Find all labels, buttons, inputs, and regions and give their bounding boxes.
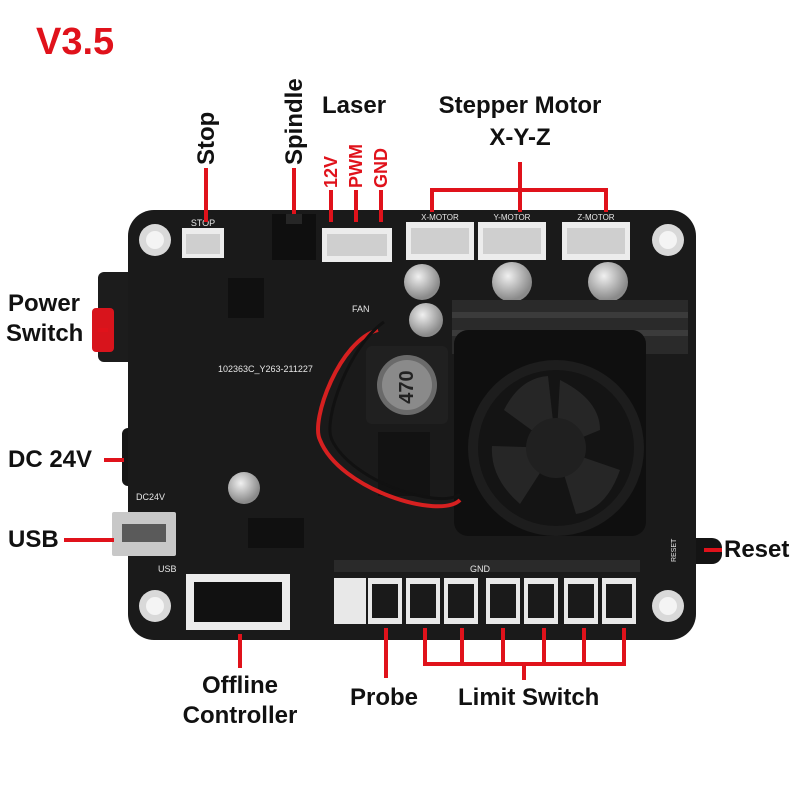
y-motor-connector xyxy=(478,222,546,260)
laser-pin-gnd: GND xyxy=(371,148,391,188)
x-motor-connector xyxy=(406,222,474,260)
spindle-label: Spindle xyxy=(281,78,308,165)
dc-input-label: DC 24V xyxy=(8,446,93,473)
cooling-fan xyxy=(454,330,646,536)
silk-usb: USB xyxy=(158,564,177,574)
bottom-connectors xyxy=(334,560,640,624)
usb-label: USB xyxy=(8,526,59,553)
silk-x-motor: X-MOTOR xyxy=(421,213,459,222)
callout-lines xyxy=(64,162,722,680)
power-switch-label-line2: Switch xyxy=(6,320,84,347)
spindle-connector xyxy=(272,214,316,260)
offline-controller-header xyxy=(186,574,290,630)
silk-z-motor: Z-MOTOR xyxy=(577,213,614,222)
mounting-holes xyxy=(139,224,684,622)
silk-y-motor: Y-MOTOR xyxy=(494,213,531,222)
offline-controller-label-line1: Offline xyxy=(202,672,278,699)
silk-dc24v: DC24V xyxy=(136,492,165,502)
silk-stop: STOP xyxy=(191,218,215,228)
inductor-value: 470 xyxy=(396,370,418,403)
stop-connector xyxy=(182,228,224,258)
probe-label: Probe xyxy=(350,684,419,711)
laser-pin-12v: 12V xyxy=(321,155,341,188)
laser-pin-pwm: PWM xyxy=(346,144,366,188)
driver-ic xyxy=(248,518,304,548)
laser-connector xyxy=(322,228,392,262)
usb-port xyxy=(112,512,176,556)
laser-label: Laser xyxy=(322,92,387,119)
silk-gnd: GND xyxy=(470,564,491,574)
capacitors xyxy=(228,262,628,504)
reset-label: Reset xyxy=(724,536,790,563)
offline-controller-label-line2: Controller xyxy=(182,702,298,729)
power-switch-label-line1: Power xyxy=(8,290,81,317)
silk-board-code: 102363C_Y263-211227 xyxy=(218,364,313,374)
limit-switch-label: Limit Switch xyxy=(458,684,600,711)
stop-label: Stop xyxy=(193,111,220,165)
silk-reset: RESET xyxy=(671,538,678,562)
z-motor-connector xyxy=(562,222,630,260)
mosfet xyxy=(378,432,430,496)
version-label: V3.5 xyxy=(36,21,115,63)
stepper-motor-label: Stepper Motor xyxy=(438,92,602,119)
silk-fan: FAN xyxy=(352,304,370,314)
fan-wire xyxy=(316,328,462,509)
stepper-axes-label: X-Y-Z xyxy=(489,124,551,151)
inductor xyxy=(366,346,448,424)
regulator-ic xyxy=(228,278,264,318)
